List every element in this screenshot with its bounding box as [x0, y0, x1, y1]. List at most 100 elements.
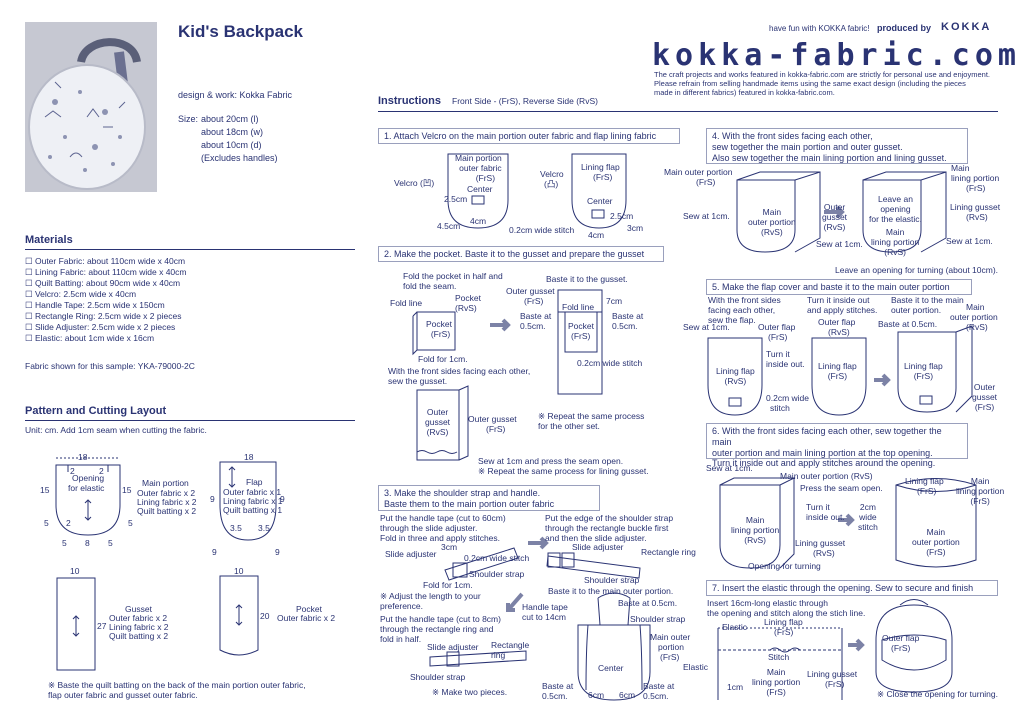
pattern-footnote: ※ Baste the quilt batting on the back of…	[48, 680, 306, 690]
s3-label: 0.2cm wide stitch	[464, 553, 530, 563]
opening-label: for elastic	[68, 483, 105, 493]
step-1-title: 1. Attach Velcro on the main portion out…	[378, 128, 680, 144]
s3-label: Shoulder strap	[410, 672, 466, 682]
piece-label: Outer fabric x 2	[137, 488, 196, 498]
dim-label: 3.5	[258, 523, 270, 533]
dim-label: 15	[40, 485, 50, 495]
material-item: ☐ Velcro: 2.5cm wide x 40cm	[25, 289, 137, 299]
s2-label: 0.2cm wide stitch	[577, 358, 643, 368]
s7-label: Stitch	[768, 652, 790, 662]
s1-label: 0.2cm wide stitch	[509, 225, 575, 235]
s7-label: Elastic	[683, 662, 709, 672]
s5-label: Outer flap(RvS)	[818, 317, 856, 337]
dim-label: 2	[99, 466, 104, 476]
piece-label: Quilt batting x 2	[109, 631, 169, 641]
pattern-rule	[25, 420, 355, 421]
site-logo: kokka-fabric.com	[652, 38, 1021, 73]
material-item: ☐ Outer Fabric: about 110cm wide x 40cm	[25, 256, 186, 266]
piece-label: Pocket	[296, 604, 322, 614]
dim-label: 5	[128, 518, 133, 528]
s3-label: 6cm	[619, 690, 636, 700]
s1-label: 4.5cm	[437, 221, 461, 231]
instructions-heading: Instructions	[378, 95, 441, 107]
s3-label: Center	[598, 663, 624, 673]
dim-label: 5	[108, 538, 113, 548]
s3-label: Slide adjuster	[385, 549, 437, 559]
material-item: ☐ Lining Fabric: about 110cm wide x 40cm	[25, 267, 187, 277]
s7-label: Lining flap(FrS)	[764, 617, 803, 637]
dim-label: 5	[62, 538, 67, 548]
s1-label: 3cm	[627, 223, 644, 233]
s3-label: Baste it to the main outer portion.	[548, 586, 674, 596]
size-depth: about 10cm (d)	[201, 140, 262, 150]
dim-label: 18	[78, 452, 88, 462]
material-item: ☐ Elastic: about 1cm wide x 16cm	[25, 333, 155, 343]
piece-label: Quilt batting x 2	[137, 506, 197, 516]
notice-line: made in different fabrics) featured in k…	[654, 88, 835, 97]
s1-label: Center	[587, 196, 613, 206]
materials-heading: Materials	[25, 234, 73, 246]
s5-label: Outer flap(FrS)	[758, 322, 796, 342]
materials-rule	[25, 249, 355, 250]
s2-label: 7cm	[606, 296, 623, 306]
s2-label: Fold line	[562, 302, 595, 312]
s4-label: Main outer portion(FrS)	[664, 167, 733, 187]
s2-label: ※ Repeat the same process for lining gus…	[478, 466, 649, 476]
s3-label: Shoulder strap	[630, 614, 686, 624]
piece-label: Quilt batting x 1	[223, 505, 283, 515]
piece-label: Outer fabric x 2	[109, 613, 168, 623]
s2-label: Outer gusset(FrS)	[506, 286, 555, 306]
s6-label: Sew at 1cm.	[706, 463, 753, 473]
dim-label: 2	[66, 518, 71, 528]
step-3-title: 3. Make the shoulder strap and handle.Ba…	[378, 485, 600, 511]
s4-label: Sew at 1cm.	[946, 236, 993, 246]
piece-label: Flap	[246, 477, 263, 487]
pattern-unit-note: Unit: cm. Add 1cm seam when cutting the …	[25, 425, 207, 435]
instructions-legend: Front Side - (FrS), Reverse Side (RvS)	[452, 96, 598, 106]
s4-label: Sew at 1cm.	[816, 239, 863, 249]
size-label: Size:	[178, 114, 199, 124]
step-2-title: 2. Make the pocket. Baste it to the guss…	[378, 246, 664, 262]
material-item: ☐ Slide Adjuster: 2.5cm wide x 2 pieces	[25, 322, 176, 332]
s7-label: Elastic	[722, 622, 748, 632]
brand-name: KOKKA	[941, 21, 992, 33]
s3-label: Shoulder strap	[469, 569, 525, 579]
s1-label: 2.5cm	[444, 194, 468, 204]
piece-label: Main portion	[142, 478, 189, 488]
design-credit: design & work: Kokka Fabric	[178, 90, 293, 100]
piece-label: Lining fabric x 2	[137, 497, 197, 507]
s1-label: 4cm	[588, 230, 605, 240]
s2-label: Sew at 1cm and press the seam open.	[478, 456, 624, 466]
step-4-title: 4. With the front sides facing each othe…	[706, 128, 968, 164]
s1-label: Center	[467, 184, 493, 194]
s7-label: Lining gusset(FrS)	[807, 669, 858, 689]
pattern-footnote: flap outer fabric and gusset outer fabri…	[48, 690, 198, 700]
dim-label: 2	[70, 466, 75, 476]
step-7-title: 7. Insert the elastic through the openin…	[706, 580, 998, 596]
s5-label: Baste at 0.5cm.	[878, 319, 938, 329]
dim-label: 9	[210, 494, 215, 504]
s3-label: Fold for 1cm.	[423, 580, 473, 590]
instructions-rule	[378, 111, 998, 112]
s1-label: 4cm	[470, 216, 487, 226]
s3-label: Put the handle tape (cut to 8cm)through …	[380, 614, 501, 644]
piece-label: Lining fabric x 1	[223, 496, 283, 506]
s5-label: Lining flap(FrS)	[904, 361, 943, 381]
